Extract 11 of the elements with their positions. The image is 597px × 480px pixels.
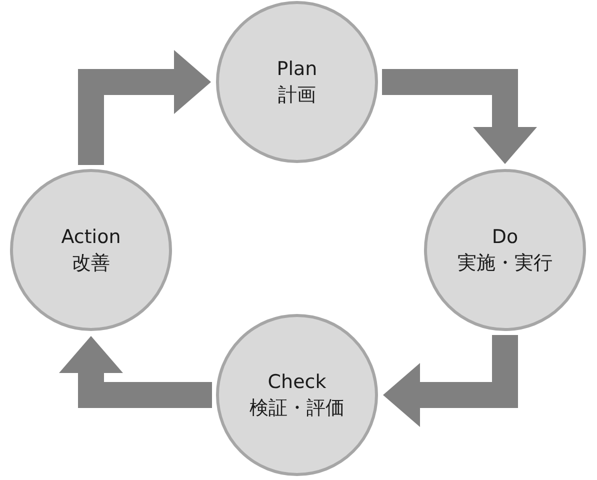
bent-arrow (383, 335, 518, 427)
stage-subtitle: 検証・評価 (250, 396, 344, 421)
bent-arrow (59, 336, 212, 408)
stage-title: Do (492, 225, 518, 250)
stage-subtitle: 改善 (72, 251, 110, 276)
bent-arrow (382, 69, 537, 164)
stage-title: Check (268, 370, 326, 395)
stage-title: Plan (276, 57, 318, 82)
stage-subtitle: 実施・実行 (458, 251, 552, 276)
stage-subtitle: 計画 (278, 83, 316, 108)
stage-title: Action (61, 225, 121, 250)
